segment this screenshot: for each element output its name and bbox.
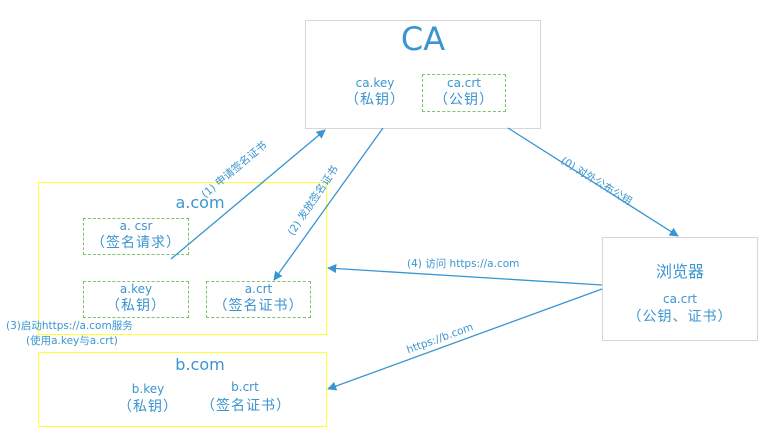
b-com-node (38, 352, 327, 427)
browser-title: 浏览器 (655, 262, 704, 281)
browser-crt-name: ca.crt (662, 292, 697, 306)
browser-crt-desc: （公钥、证书） (627, 309, 733, 325)
step3-label-line2: (使用a.key与a.crt) (26, 335, 118, 347)
step4-label: (4) 访问 https://a.com (407, 258, 520, 270)
ca-key-name: ca.key (355, 76, 395, 90)
a-csr-desc: （签名请求） (91, 235, 181, 251)
edge-step4 (327, 263, 603, 286)
a-crt-desc: （签名证书） (213, 298, 304, 314)
b-key-name: b.key (131, 382, 165, 396)
a-crt-name: a.crt (244, 282, 273, 296)
ca-key-desc: （私钥） (345, 92, 405, 108)
edge-step1-inside (120, 218, 171, 259)
a-com-title: a.com (175, 193, 225, 212)
b-crt-name: b.crt (231, 380, 259, 394)
edge-step0 (507, 127, 679, 237)
ca-crt-box (422, 74, 506, 112)
ca-crt-desc: （公钥） (434, 92, 494, 108)
a-key-box (83, 281, 189, 318)
step3-label-line1: (3)启动https://a.com服务 (6, 320, 133, 332)
a-com-node (38, 182, 327, 335)
b-com-title: b.com (175, 355, 225, 374)
edge-step1 (170, 129, 326, 260)
edge-step2 (273, 127, 384, 281)
a-csr-name: a. csr (119, 219, 153, 233)
a-key-name: a.key (119, 282, 153, 296)
browser-node (602, 237, 758, 341)
b-key-desc: （私钥） (118, 399, 178, 415)
ca-crt-name: ca.crt (446, 76, 481, 90)
ca-title: CA (400, 20, 446, 58)
b-crt-desc: （签名证书） (201, 398, 291, 414)
edge-b-access (327, 288, 603, 391)
a-csr-box (83, 218, 189, 255)
a-key-desc: （私钥） (106, 298, 166, 314)
a-crt-box (206, 281, 311, 318)
